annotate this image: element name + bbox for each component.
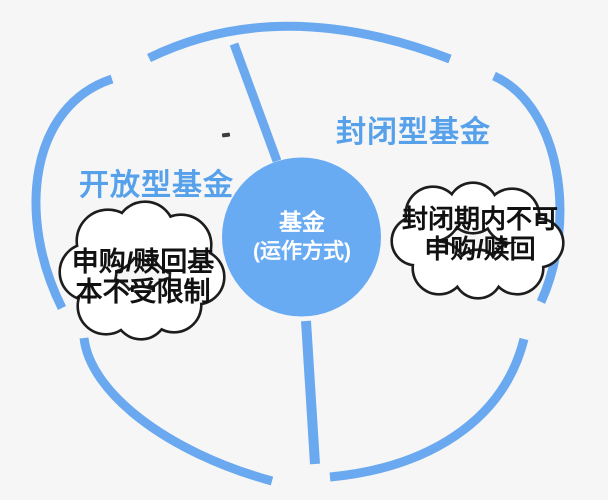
closed-fund-label: 封闭型基金 [336,116,491,149]
closed-fund-callout-line2: 申购/赎回 [424,234,536,264]
fund-hub-text: 基金 (运作方式) [223,157,381,317]
outer-ring [31,21,565,486]
ring-arc-upper-left [31,74,114,311]
open-fund-cloud-icon [58,200,226,341]
ring-arc-top [147,21,452,64]
ring-arc-right [492,71,565,304]
ring-arc-lower-left [79,337,274,486]
ring-arc-lower-right [329,337,529,482]
open-fund-callout-line1: 申购/赎回基 [71,247,215,277]
fund-hub-circle [222,157,381,317]
closed-fund-callout-line1: 封闭期内不可 [401,204,558,234]
open-fund-callout-text: 申购/赎回基 本不受限制 [62,247,224,307]
fund-hub-subtitle: (运作方式) [253,240,351,263]
open-fund-callout-line2: 本不受限制 [75,277,211,307]
open-fund-label: 开放型基金 [79,169,234,202]
spokes [229,42,320,465]
spoke-top [229,42,282,163]
closed-fund-callout-text: 封闭期内不可 申购/赎回 [396,204,564,264]
spoke-bottom [301,320,320,465]
fund-hub-title: 基金 [279,209,325,235]
closed-fund-cloud-icon [390,181,565,300]
